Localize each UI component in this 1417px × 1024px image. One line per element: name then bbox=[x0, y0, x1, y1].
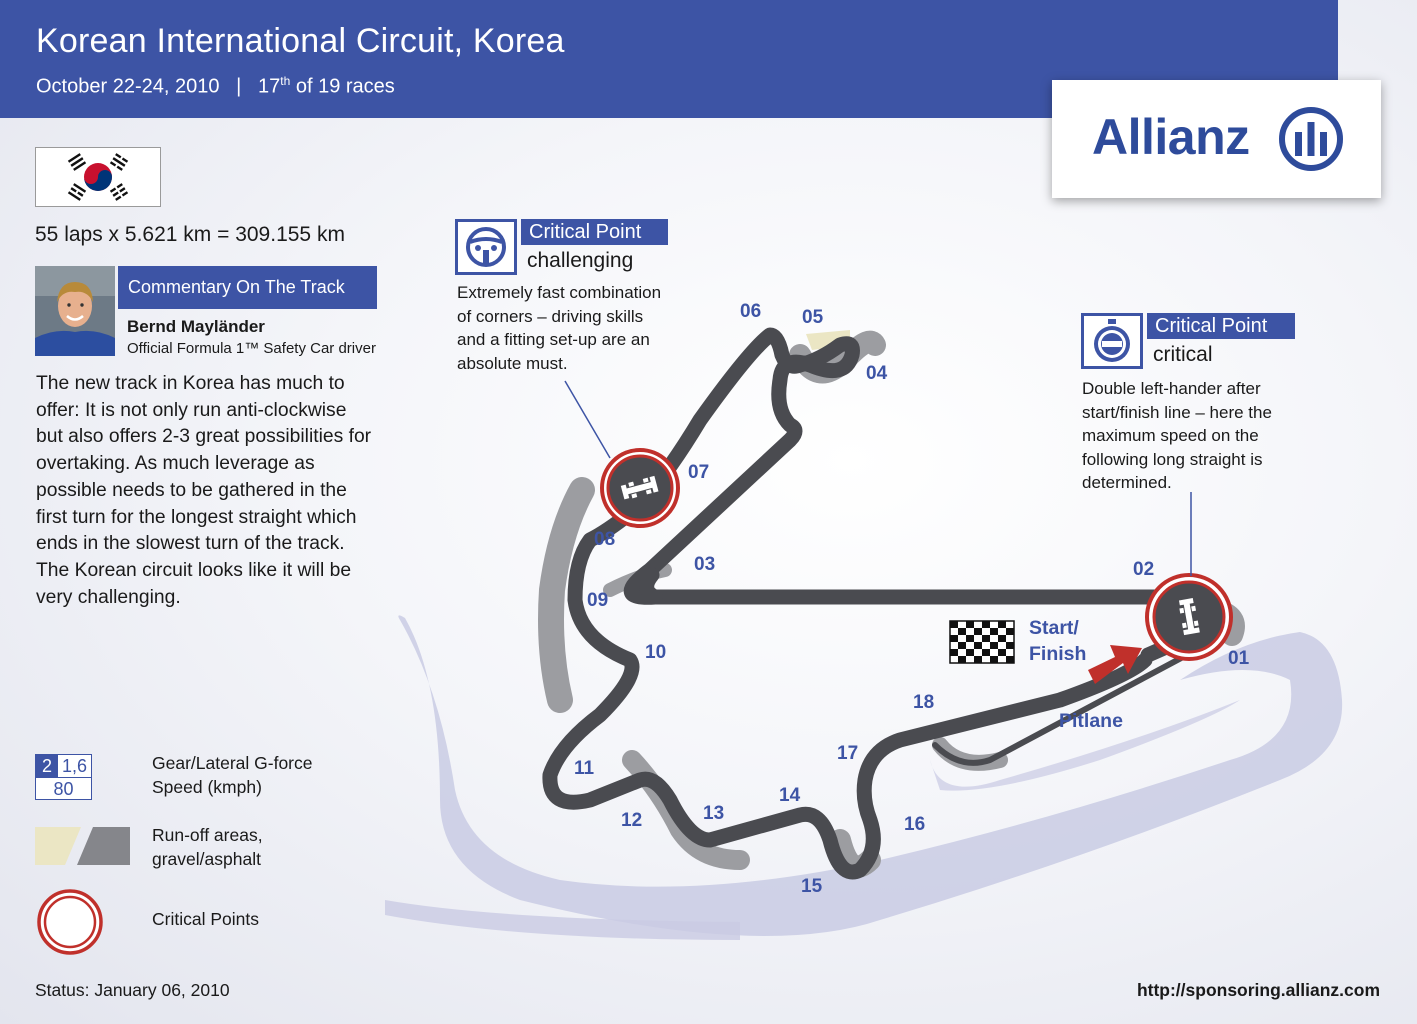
critical-point-marker-07 bbox=[600, 448, 680, 528]
driver-photo bbox=[35, 266, 115, 356]
turn-label-02: 02 bbox=[1133, 559, 1155, 580]
turn-label-05: 05 bbox=[802, 307, 824, 328]
separator: | bbox=[236, 75, 242, 98]
turn-label-11: 11 bbox=[574, 758, 595, 779]
critical-point-marker-01 bbox=[1145, 573, 1233, 661]
commentary-heading: Commentary On The Track bbox=[118, 266, 377, 309]
cp-desc-line: absolute must. bbox=[457, 353, 568, 373]
cp-desc-line: of corners – driving skills bbox=[457, 306, 644, 326]
track-line bbox=[542, 327, 1224, 880]
race-total: of 19 races bbox=[295, 75, 395, 98]
legend-gforce-value: 1,6 bbox=[61, 756, 88, 776]
cp-desc-line: and a fitting set-up are an bbox=[457, 330, 650, 349]
cp-icon-frame bbox=[1081, 313, 1143, 369]
start-finish-arrow bbox=[1088, 645, 1142, 684]
turn-label-17: 17 bbox=[837, 743, 859, 764]
track-line bbox=[639, 567, 663, 605]
cp-desc-line: Double left-hander after bbox=[1082, 379, 1261, 398]
turn-label-12: 12 bbox=[621, 810, 643, 831]
turn-label-07: 07 bbox=[688, 462, 710, 483]
legend-gear-text: Gear/Lateral G-force Speed (kmph) bbox=[152, 752, 312, 799]
pitlane-label: Pitlane bbox=[1059, 710, 1123, 732]
legend-runoff-text: Run-off areas, gravel/asphalt bbox=[152, 824, 263, 871]
korea-flag bbox=[35, 147, 161, 207]
sponsor-logo: Allianz bbox=[1052, 80, 1381, 198]
sponsor-url[interactable]: http://sponsoring.allianz.com bbox=[1136, 980, 1380, 1000]
legend-line: Gear/Lateral G-force bbox=[152, 753, 313, 773]
driver-role: Official Formula 1™ Safety Car driver bbox=[127, 340, 376, 357]
cp-description-challenging: Extremely fast combination of corners – … bbox=[457, 281, 661, 375]
header-band: Korean International Circuit, Korea Octo… bbox=[0, 0, 1338, 118]
legend-gear-value: 2 bbox=[36, 755, 58, 777]
cp-desc-line: start/finish line – here the bbox=[1082, 402, 1272, 422]
turn-label-01: 01 bbox=[1228, 648, 1250, 669]
status-date: Status: January 06, 2010 bbox=[35, 980, 230, 1000]
start-finish-line: Finish bbox=[1029, 643, 1087, 665]
cp-description-critical: Double left-hander after start/finish li… bbox=[1082, 377, 1272, 495]
legend-critical-text: Critical Points bbox=[152, 909, 259, 929]
commentary-text: The new track in Korea has much to offer… bbox=[36, 373, 372, 608]
turn-label-06: 06 bbox=[740, 301, 762, 322]
legend-speed-value: 80 bbox=[36, 777, 91, 800]
race-info: October 22-24, 2010 | 17th of 19 races bbox=[36, 74, 395, 99]
steering-wheel-icon bbox=[466, 227, 506, 267]
race-dates: October 22-24, 2010 bbox=[36, 75, 220, 98]
turn-label-10: 10 bbox=[645, 642, 667, 663]
turn-label-16: 16 bbox=[904, 814, 926, 835]
stopwatch-icon bbox=[1094, 319, 1130, 362]
legend-gear-box: 2 1,6 80 bbox=[35, 754, 92, 800]
turn-label-03: 03 bbox=[694, 554, 716, 575]
sponsor-name: Allianz bbox=[1092, 109, 1250, 165]
start-finish-label: Start/ Finish bbox=[1029, 615, 1086, 667]
cp-desc-line: determined. bbox=[1082, 473, 1172, 492]
pitlane-line bbox=[932, 637, 1218, 766]
turn-label-13: 13 bbox=[703, 803, 725, 824]
race-car-icon bbox=[1178, 598, 1200, 636]
legend-line: Speed (kmph) bbox=[152, 776, 262, 797]
cp-desc-line: following long straight is bbox=[1082, 449, 1263, 469]
cp-label: Critical Point bbox=[1147, 313, 1295, 339]
turn-label-14: 14 bbox=[779, 785, 801, 806]
cp-desc-line: maximum speed on the bbox=[1082, 426, 1259, 445]
cp-label: Critical Point bbox=[521, 219, 668, 245]
turn-label-09: 09 bbox=[587, 590, 609, 611]
cp-icon-frame bbox=[455, 219, 517, 275]
race-car-icon bbox=[620, 475, 659, 500]
legend-line: Run-off areas, bbox=[152, 825, 263, 845]
checkered-flag-icon bbox=[949, 620, 1015, 664]
page-title: Korean International Circuit, Korea bbox=[36, 22, 565, 60]
cp-level: challenging bbox=[527, 249, 634, 272]
start-finish-line: Start/ bbox=[1029, 617, 1079, 639]
turn-label-08: 08 bbox=[594, 529, 616, 550]
turn-label-15: 15 bbox=[801, 876, 823, 897]
cp-level: critical bbox=[1153, 343, 1213, 366]
cp-desc-line: Extremely fast combination bbox=[457, 283, 662, 302]
legend-line: gravel/asphalt bbox=[152, 848, 261, 869]
legend-runoff-swatch bbox=[35, 827, 130, 865]
race-ordinal: 17 bbox=[258, 75, 281, 98]
race-ordinal-suffix: th bbox=[280, 74, 291, 88]
turn-label-04: 04 bbox=[866, 363, 888, 384]
laps-distance: 55 laps x 5.621 km = 309.155 km bbox=[35, 223, 345, 246]
callout-line bbox=[564, 380, 611, 459]
allianz-eagle-icon bbox=[1279, 107, 1343, 171]
backdrop-shape bbox=[385, 900, 740, 940]
turn-label-18: 18 bbox=[913, 692, 935, 713]
taegukgi-icon bbox=[67, 153, 129, 201]
driver-name: Bernd Mayländer bbox=[127, 317, 265, 336]
legend-critical-swatch bbox=[37, 889, 103, 955]
